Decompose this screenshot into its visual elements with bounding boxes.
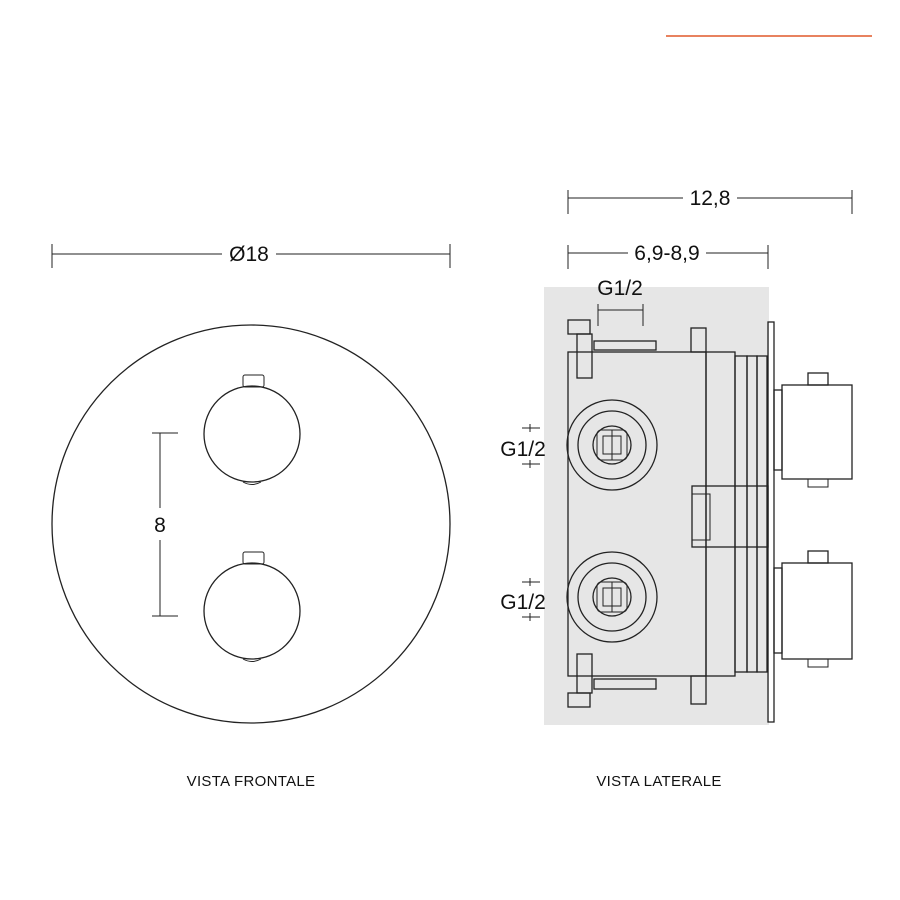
side-background xyxy=(544,287,769,725)
upper-knob xyxy=(203,374,301,485)
body-depth-label: 6,9-8,9 xyxy=(634,242,699,265)
lower-inlet xyxy=(566,551,658,643)
upper-port-label: G1/2 xyxy=(500,438,546,461)
valve-body xyxy=(567,319,775,723)
body-depth-dimension: 6,9-8,9 xyxy=(567,242,769,269)
diameter-dimension: Ø18 xyxy=(51,243,451,268)
front-view: Ø18 8 VISTA FRONTALE xyxy=(51,243,451,790)
spacing-label: 8 xyxy=(154,514,166,537)
lower-port-dimension: G1/2 xyxy=(500,578,546,621)
lower-knob xyxy=(203,551,301,662)
lower-port-label: G1/2 xyxy=(500,591,546,614)
side-view-caption: VISTA LATERALE xyxy=(596,773,721,790)
upper-handle-side xyxy=(773,372,853,488)
total-depth-dimension: 12,8 xyxy=(567,187,853,214)
total-depth-label: 12,8 xyxy=(690,187,731,210)
top-port-label: G1/2 xyxy=(597,277,643,300)
front-view-caption: VISTA FRONTALE xyxy=(187,773,316,790)
front-plate xyxy=(51,324,451,724)
spacing-dimension: 8 xyxy=(152,432,178,617)
upper-inlet xyxy=(566,399,658,491)
diameter-label: Ø18 xyxy=(229,243,269,266)
top-port-dimension: G1/2 xyxy=(597,277,644,326)
lower-handle-side xyxy=(773,550,853,668)
side-view: 12,8 6,9-8,9 G1/2 xyxy=(500,187,853,790)
upper-port-dimension: G1/2 xyxy=(500,424,546,468)
